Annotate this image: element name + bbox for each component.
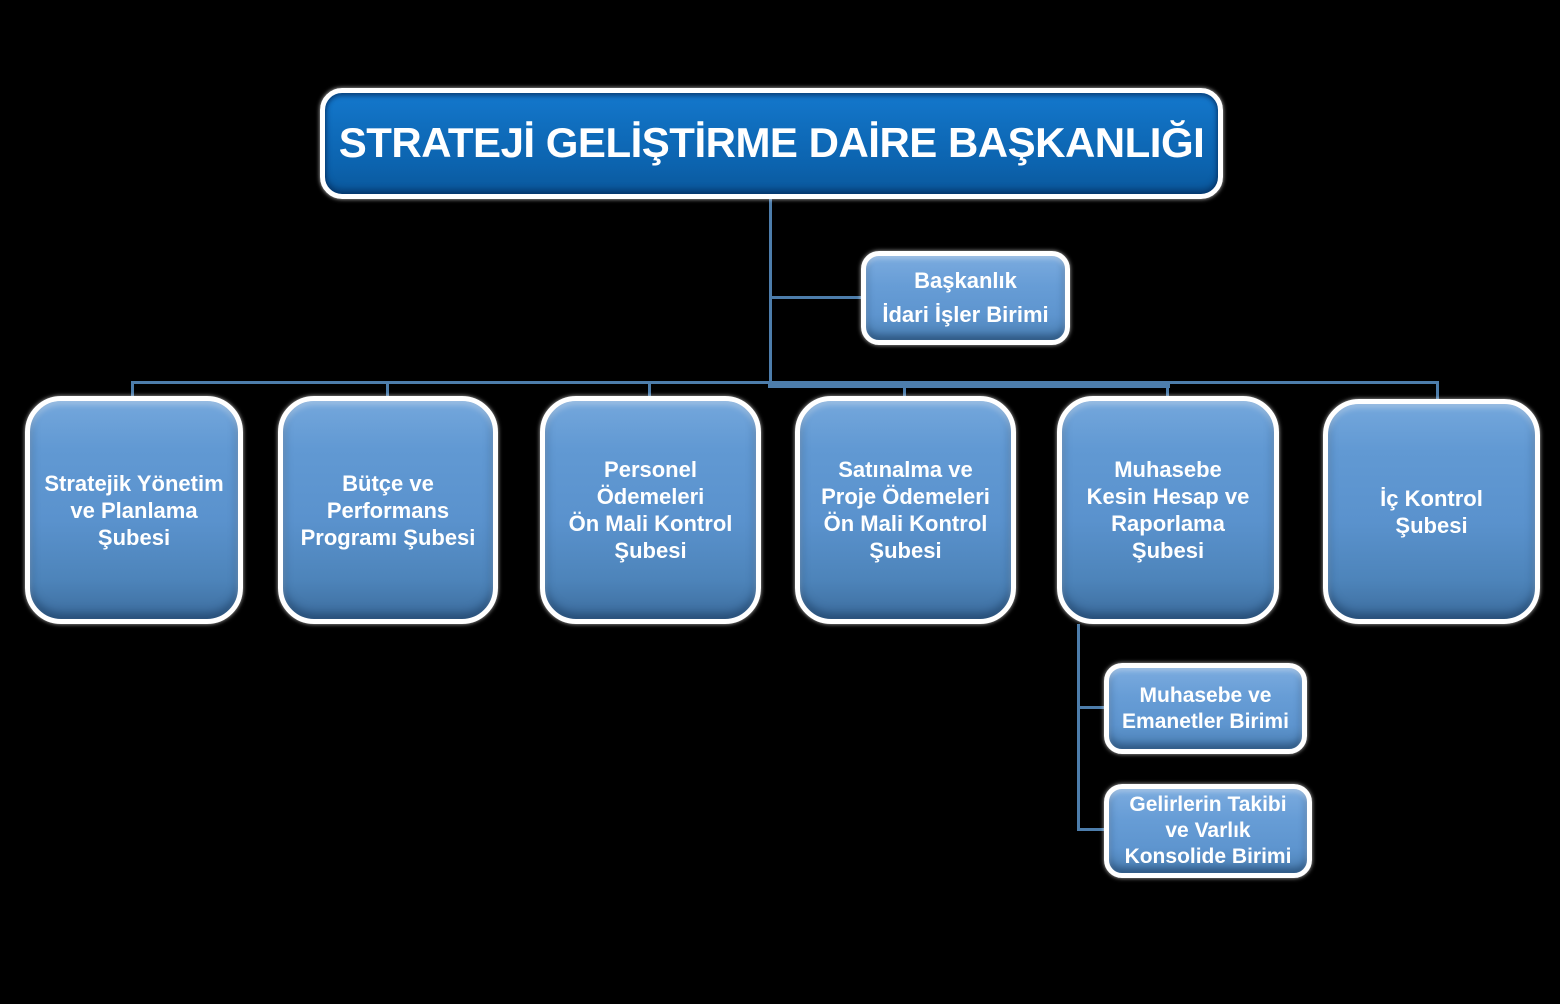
connector-stub-branch-6 [1436, 381, 1439, 400]
node-label: Bütçe ve Performans Programı Şubesi [300, 470, 476, 550]
connector-staff-stub [770, 296, 862, 299]
node-label: Stratejik Yönetim ve Planlama Şubesi [44, 470, 224, 550]
connector-bus-thick-segment [768, 381, 1170, 388]
node-strateji-gelistirme-daire-baskanligi: STRATEJİ GELİŞTİRME DAİRE BAŞKANLIĞI [320, 88, 1223, 199]
node-muhasebe-ve-emanetler-birimi: Muhasebe ve Emanetler Birimi [1104, 663, 1307, 754]
node-personel-odemeleri-on-mali-kontrol-subesi: Personel Ödemeleri Ön Mali Kontrol Şubes… [540, 396, 761, 624]
connector-stub-branch-5 [1166, 381, 1169, 398]
node-label: Muhasebe ve Emanetler Birimi [1122, 683, 1289, 733]
node-ic-kontrol-subesi: İç Kontrol Şubesi [1323, 399, 1540, 624]
node-gelirlerin-takibi-ve-varlik-konsolide-birimi: Gelirlerin Takibi ve Varlık Konsolide Bi… [1104, 784, 1312, 878]
connector-subunit-1-elbow [1077, 706, 1105, 709]
connector-stub-branch-4 [903, 381, 906, 398]
connector-subunit-2-elbow [1077, 828, 1105, 831]
node-label: Personel Ödemeleri Ön Mali Kontrol Şubes… [568, 457, 733, 563]
node-label: Başkanlık İdari İşler Birimi [882, 268, 1049, 327]
node-label: Gelirlerin Takibi ve Varlık Konsolide Bi… [1124, 793, 1292, 868]
node-stratejik-yonetim-ve-planlama-subesi: Stratejik Yönetim ve Planlama Şubesi [25, 396, 243, 624]
node-label: İç Kontrol Şubesi [1380, 485, 1483, 538]
node-label: STRATEJİ GELİŞTİRME DAİRE BAŞKANLIĞI [338, 119, 1205, 167]
connector-stub-branch-3 [648, 381, 651, 398]
node-baskanlik-idari-isler-birimi: Başkanlık İdari İşler Birimi [861, 251, 1070, 345]
node-satinalma-ve-proje-odemeleri-on-mali-kontrol-subesi: Satınalma ve Proje Ödemeleri Ön Mali Kon… [795, 396, 1016, 624]
connector-root-vertical [769, 199, 772, 385]
node-butce-ve-performans-programi-subesi: Bütçe ve Performans Programı Şubesi [278, 396, 498, 624]
connector-stub-branch-2 [386, 381, 389, 398]
node-label: Muhasebe Kesin Hesap ve Raporlama Şubesi [1086, 457, 1250, 563]
node-label: Satınalma ve Proje Ödemeleri Ön Mali Kon… [821, 457, 990, 563]
connector-muhasebe-hang [1077, 624, 1080, 831]
connector-stub-branch-1 [131, 381, 134, 398]
node-muhasebe-kesin-hesap-ve-raporlama-subesi: Muhasebe Kesin Hesap ve Raporlama Şubesi [1057, 396, 1279, 624]
